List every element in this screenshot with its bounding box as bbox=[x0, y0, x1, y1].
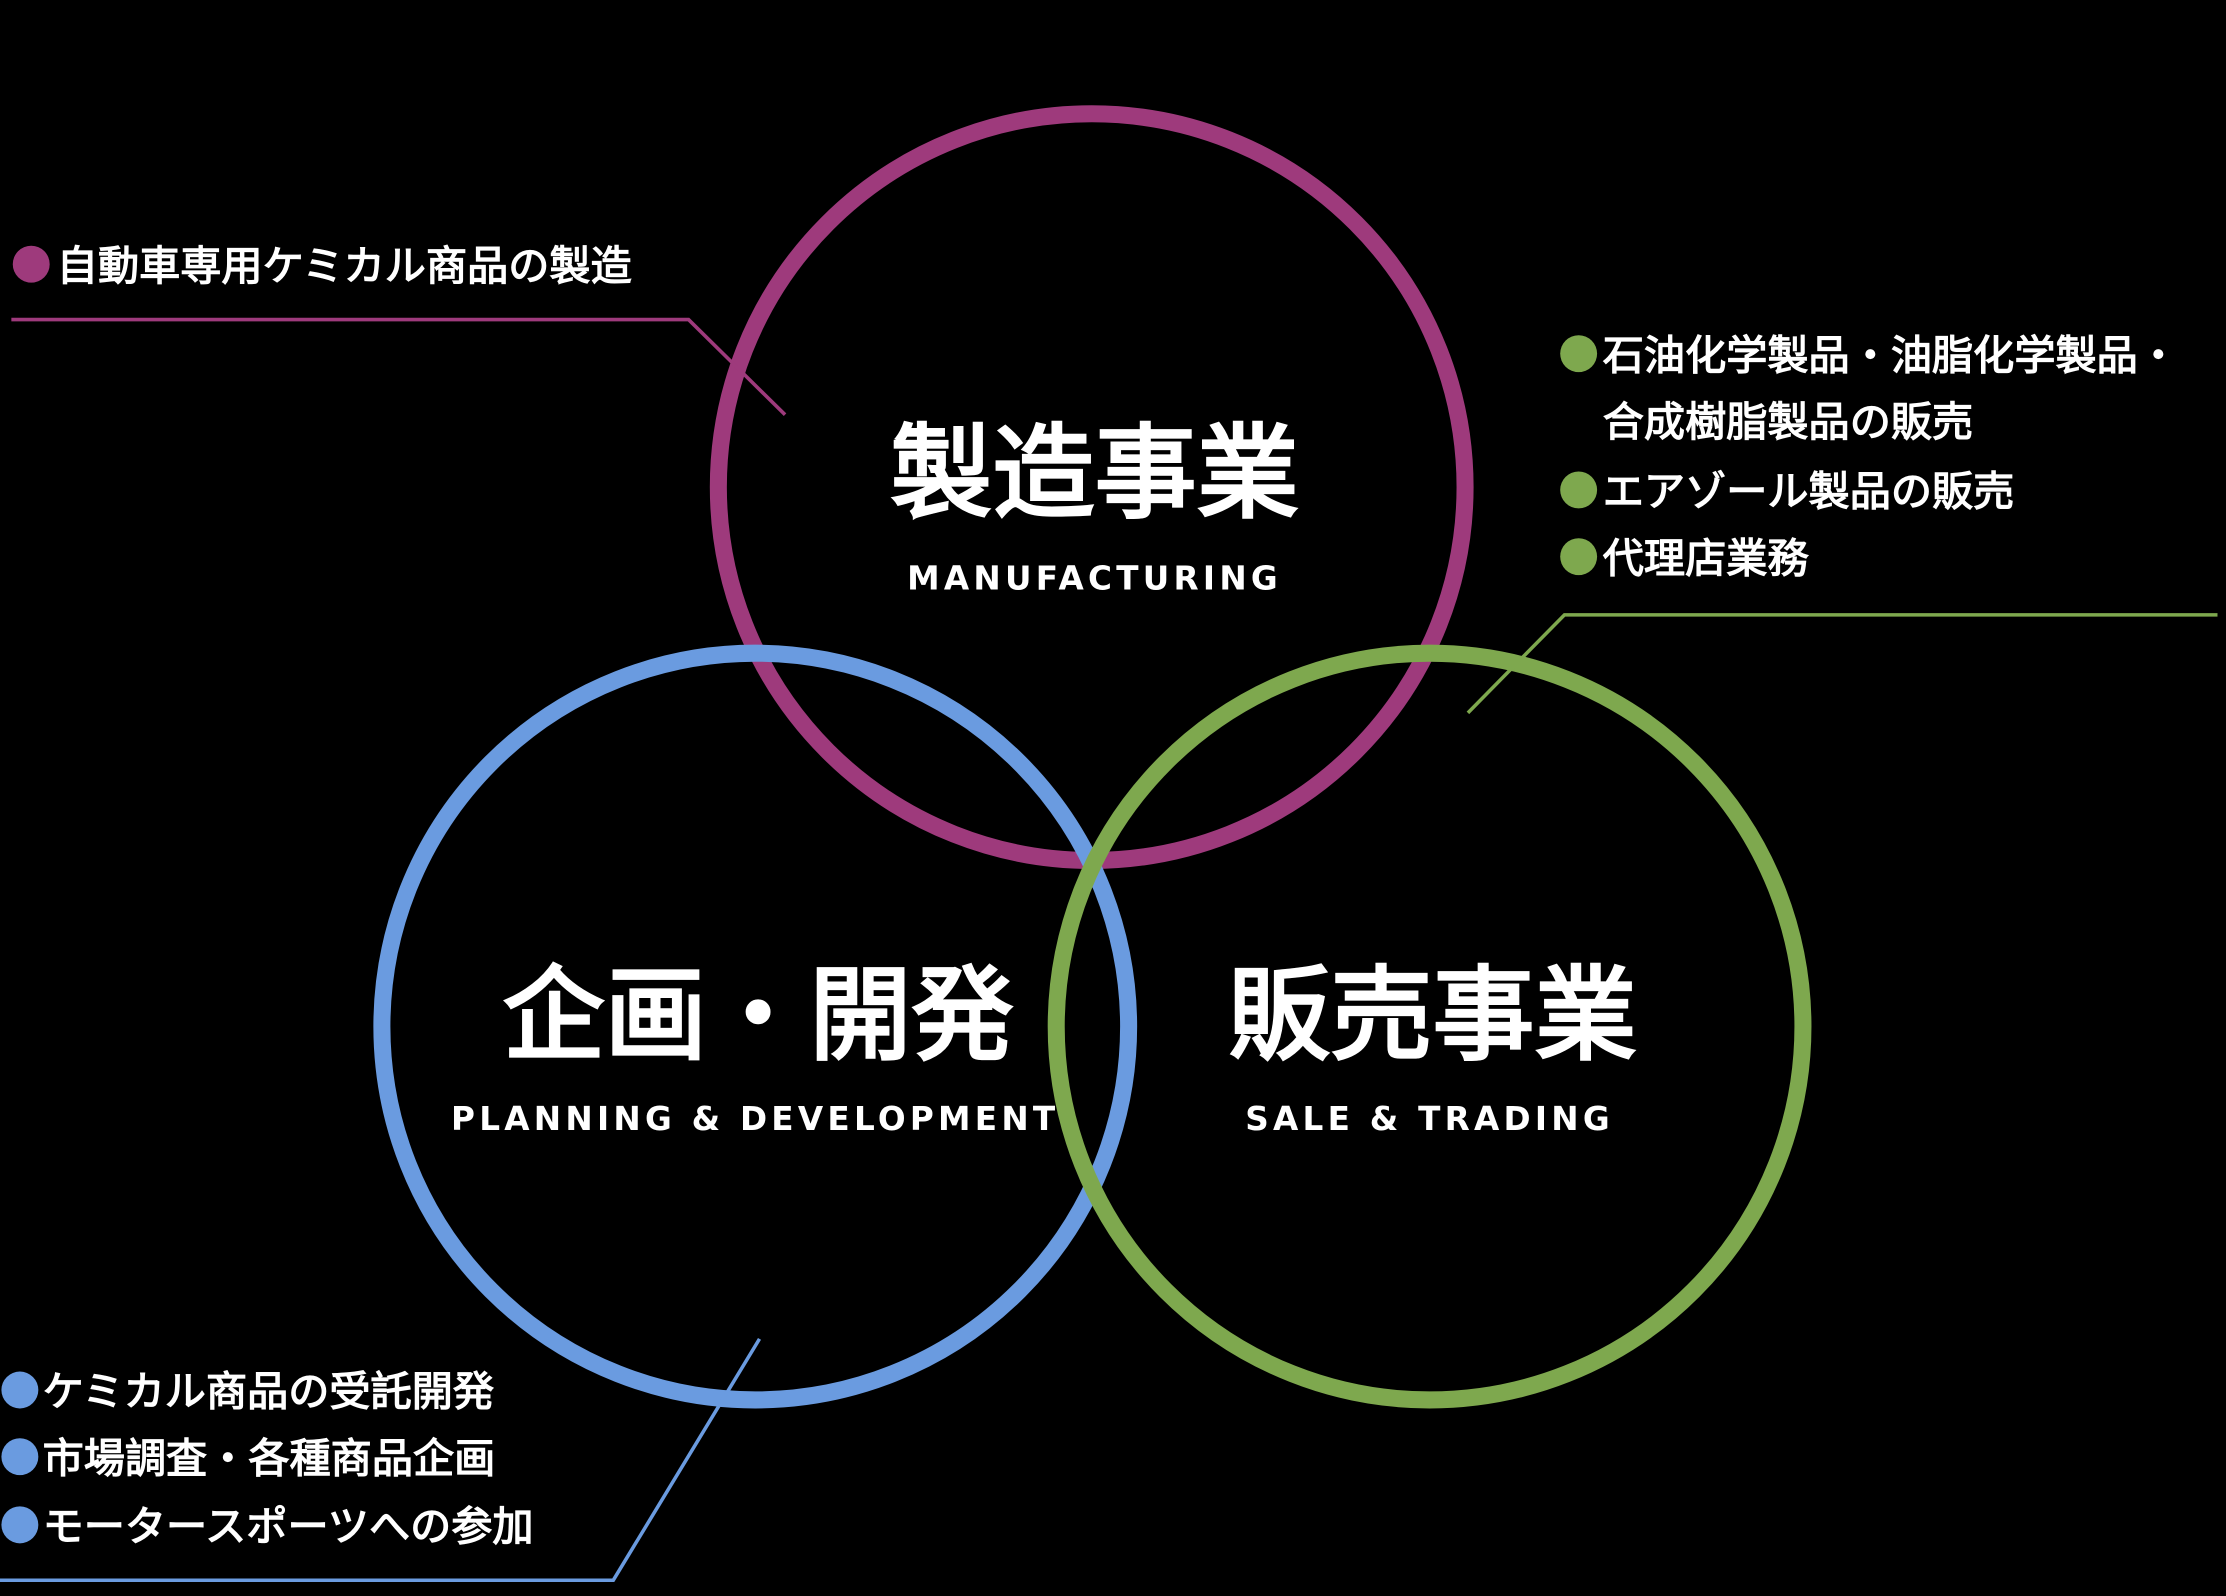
bullet-dot-icon bbox=[1, 1506, 39, 1544]
manufacturing-title: 製造事業 bbox=[890, 414, 1299, 533]
planning-item: ケミカル商品の受託開発 bbox=[43, 1368, 495, 1416]
bullet-dot-icon bbox=[1560, 538, 1598, 576]
planning-item: 市場調査・各種商品企画 bbox=[43, 1434, 496, 1482]
manufacturing-subtitle: MANUFACTURING bbox=[907, 559, 1282, 597]
sales-circle bbox=[1047, 644, 1812, 1409]
bullet-dot-icon bbox=[12, 245, 50, 283]
bullet-dot-icon bbox=[1560, 471, 1598, 509]
sales-item: 代理店業務 bbox=[1602, 534, 1810, 582]
bullet-dot-icon bbox=[1, 1438, 39, 1476]
sales-subtitle: SALE & TRADING bbox=[1245, 1100, 1614, 1138]
sales-title: 販売事業 bbox=[1228, 957, 1637, 1076]
manufacturing-item: 自動車専用ケミカル商品の製造 bbox=[57, 242, 633, 290]
bullet-dot-icon bbox=[1, 1371, 39, 1409]
manufacturing-leader-line bbox=[11, 317, 787, 416]
planning-circle bbox=[373, 644, 1138, 1409]
bullet-dot-icon bbox=[1560, 335, 1598, 373]
planning-item: モータースポーツへの参加 bbox=[43, 1502, 534, 1550]
planning-subtitle: PLANNING & DEVELOPMENT bbox=[451, 1100, 1059, 1138]
sales-leader-line bbox=[1466, 613, 2218, 715]
sales-item-continuation: 合成樹脂製品の販売 bbox=[1603, 398, 1973, 446]
sales-item: 石油化学製品・油脂化学製品・ bbox=[1603, 331, 2179, 379]
planning-leader-line bbox=[0, 1337, 762, 1582]
planning-title: 企画・開発 bbox=[503, 957, 1015, 1076]
sales-item: エアゾール製品の販売 bbox=[1603, 468, 2015, 516]
